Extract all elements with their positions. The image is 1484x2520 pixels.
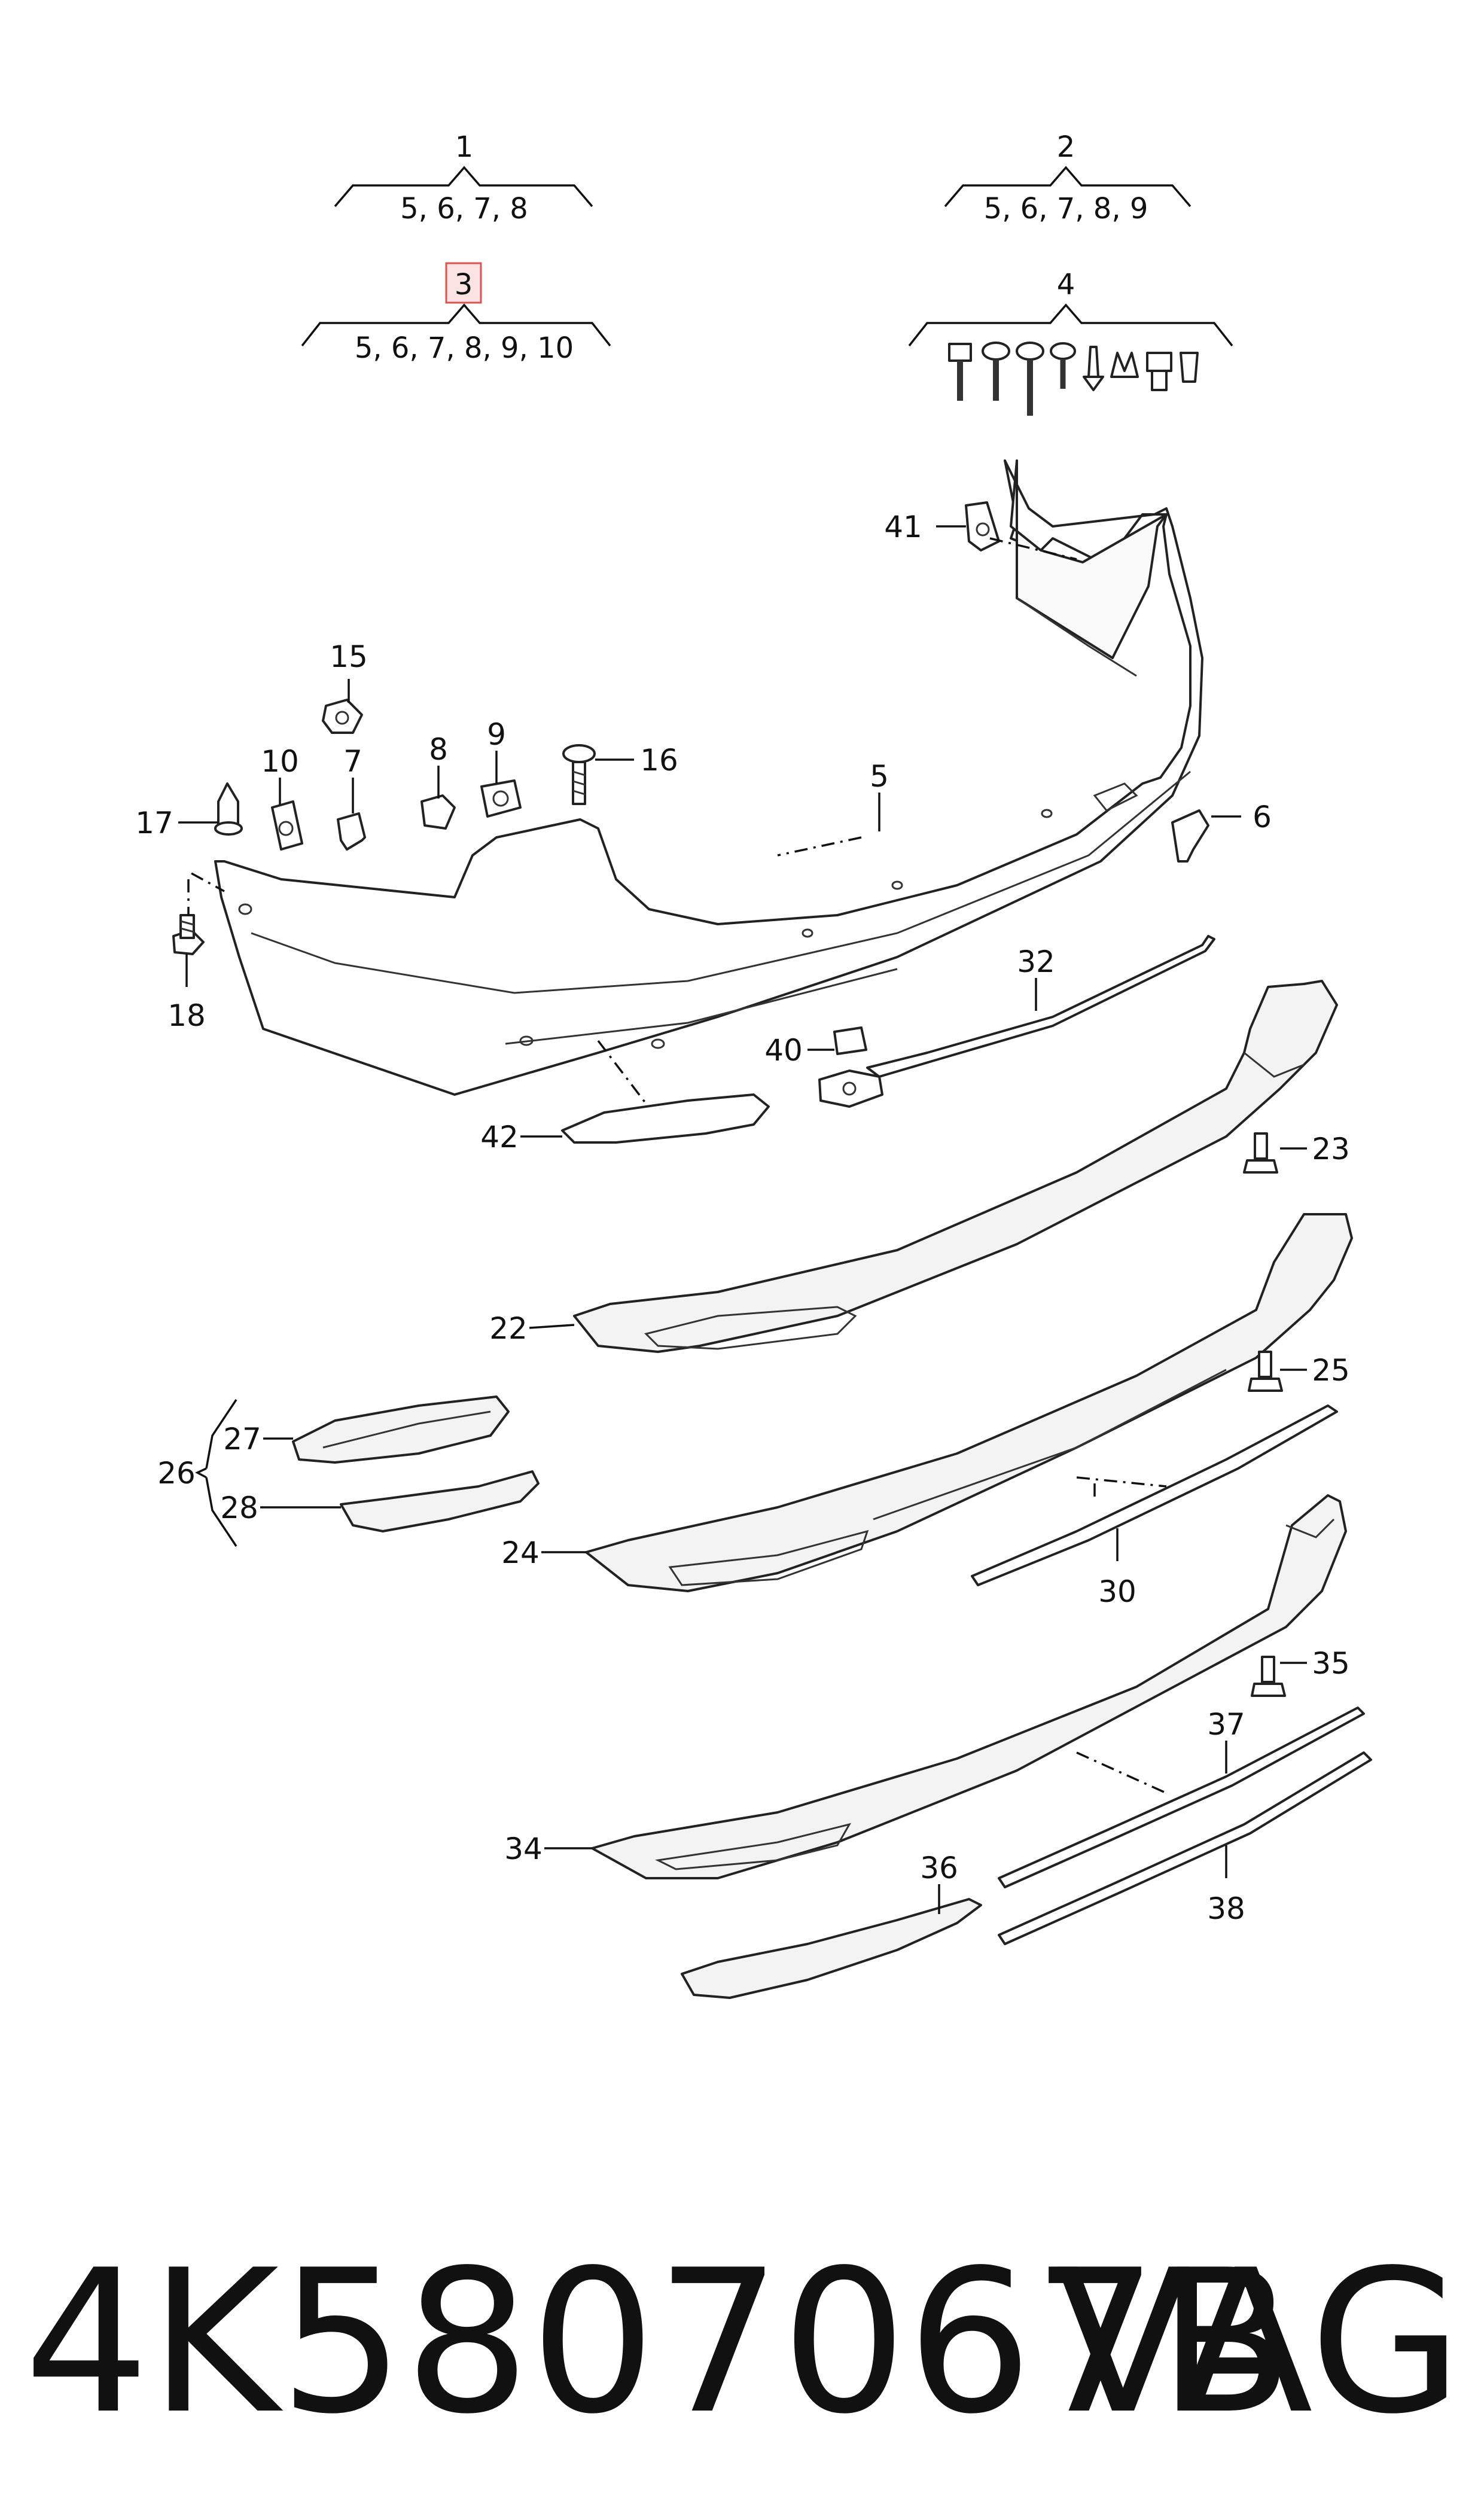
bracket-part-8[interactable]: [420, 794, 456, 830]
callout-26[interactable]: 26: [157, 1456, 196, 1491]
callout-25[interactable]: 25: [1312, 1353, 1350, 1388]
group-1-number[interactable]: 1: [455, 130, 474, 164]
group-3-highlight-box: [445, 262, 482, 304]
callout-40[interactable]: 40: [764, 1033, 803, 1068]
callout-6[interactable]: 6: [1253, 800, 1272, 834]
callout-15[interactable]: 15: [330, 639, 368, 674]
callout-34[interactable]: 34: [504, 1832, 543, 1866]
trim-part-28[interactable]: [340, 1470, 540, 1532]
group-2-contents: 5, 6, 7, 8, 9: [984, 192, 1148, 226]
strip-part-30[interactable]: [971, 1404, 1338, 1586]
trim-part-36[interactable]: [681, 1898, 982, 1999]
callout-9[interactable]: 9: [487, 717, 506, 752]
footer-brand: VAG: [1056, 2228, 1462, 2457]
bumper-cover-part-5[interactable]: [214, 459, 1203, 1096]
group-4: 4: [908, 268, 1233, 416]
group-2-number[interactable]: 2: [1057, 130, 1075, 164]
fastener-set-icon: [948, 342, 1199, 416]
callout-32[interactable]: 32: [1017, 944, 1055, 979]
callout-35[interactable]: 35: [1312, 1646, 1350, 1681]
group-4-number[interactable]: 4: [1057, 268, 1075, 301]
callout-24[interactable]: 24: [501, 1535, 540, 1570]
bolt-part-23[interactable]: [1243, 1132, 1278, 1174]
callout-28[interactable]: 28: [220, 1491, 258, 1525]
callout-10[interactable]: 10: [261, 744, 299, 779]
bolt-part-35[interactable]: [1251, 1656, 1286, 1697]
bracket-part-9[interactable]: [480, 779, 522, 818]
callout-41[interactable]: 41: [884, 510, 922, 544]
group-2: 2 5, 6, 7, 8, 9: [944, 130, 1192, 226]
diffuser-part-34[interactable]: [591, 1494, 1347, 1879]
callout-30[interactable]: 30: [1098, 1574, 1136, 1609]
trim-part-27[interactable]: [292, 1395, 510, 1464]
callout-37[interactable]: 37: [1207, 1707, 1245, 1742]
group-3-contents: 5, 6, 7, 8, 9, 10: [355, 331, 574, 365]
callout-36[interactable]: 36: [920, 1851, 958, 1885]
leader-lines: [178, 525, 1307, 1914]
wiring-part-32[interactable]: [866, 935, 1215, 1078]
bracket-part-7[interactable]: [337, 812, 366, 851]
bolt-part-18[interactable]: [172, 914, 205, 955]
sensor-part-40[interactable]: [818, 1026, 883, 1108]
callout-16[interactable]: 16: [640, 743, 678, 778]
group-3-bracket: [301, 303, 611, 347]
group-3: 3 5, 6, 7, 8, 9, 10: [301, 262, 611, 365]
diffuser-part-22[interactable]: [573, 980, 1338, 1353]
callout-7[interactable]: 7: [343, 744, 362, 779]
group-4-bracket: [908, 303, 1233, 347]
bracket-part-6[interactable]: [1171, 809, 1209, 863]
diffuser-part-24[interactable]: [585, 1213, 1353, 1592]
reflector-trim-part-42[interactable]: [561, 1093, 770, 1144]
callout-38[interactable]: 38: [1207, 1891, 1245, 1926]
bracket-part-41[interactable]: [965, 501, 1000, 551]
strip-part-38[interactable]: [998, 1751, 1372, 1945]
callout-18[interactable]: 18: [167, 998, 206, 1033]
callout-23[interactable]: 23: [1312, 1132, 1350, 1166]
footer: 4K5807067B VAG: [24, 2228, 1462, 2457]
callout-8[interactable]: 8: [429, 732, 448, 767]
callout-27[interactable]: 27: [223, 1422, 261, 1456]
callout-42[interactable]: 42: [480, 1120, 519, 1154]
group-2-bracket: [944, 166, 1192, 208]
group-1-contents: 5, 6, 7, 8: [400, 192, 528, 226]
footer-part-number: 4K5807067B: [24, 2228, 1293, 2457]
screw-part-16[interactable]: [562, 744, 596, 805]
group-3-number[interactable]: 3: [455, 268, 473, 301]
group-1: 1 5, 6, 7, 8: [334, 130, 593, 226]
bracket-part-10[interactable]: [271, 800, 303, 851]
callout-numbers: 41 15 10 7 8 9 16 17 18 5 6 32 40 42 23 …: [135, 510, 1350, 1926]
callout-22[interactable]: 22: [489, 1311, 528, 1346]
nut-part-15[interactable]: [322, 699, 363, 734]
callout-5[interactable]: 5: [870, 759, 889, 794]
strip-part-37[interactable]: [998, 1707, 1365, 1888]
bolt-part-25[interactable]: [1248, 1351, 1283, 1392]
callout-17[interactable]: 17: [135, 806, 173, 840]
clip-part-17[interactable]: [214, 782, 243, 836]
group-1-bracket: [334, 166, 593, 208]
